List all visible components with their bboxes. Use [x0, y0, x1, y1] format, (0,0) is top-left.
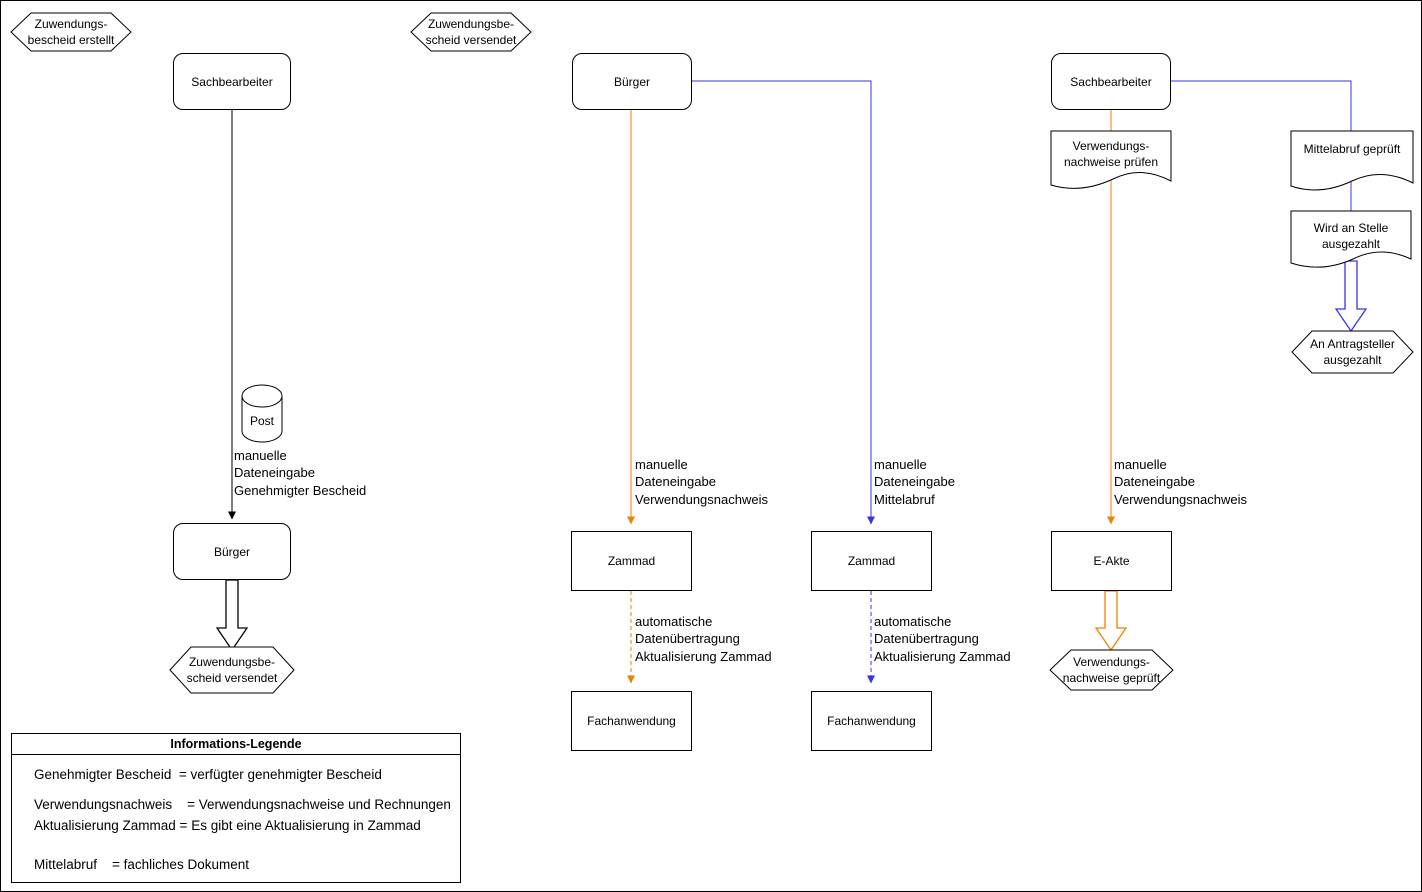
hexagon-zuwendungsbescheid-erstellt [10, 12, 132, 52]
node-e-akte: E-Akte [1051, 531, 1172, 591]
edge-label-verwendungsnachweis-right: manuelle Dateneingabe Verwendungsnachwei… [1114, 457, 1247, 507]
node-sachbearbeiter-right: Sachbearbeiter [1051, 53, 1171, 110]
edge-label-genehmigter-bescheid: manuelle Dateneingabe Genehmigter Besche… [234, 448, 367, 498]
node-zammad-1: Zammad [571, 531, 692, 591]
edge-label-verwendungsnachweis-mid: manuelle Dateneingabe Verwendungsnachwei… [635, 457, 768, 507]
document-verwendungsnachweise-pruefen [1050, 130, 1172, 189]
thick-arrow-buerger-to-versendet [215, 579, 249, 652]
legend-row-mittelabruf: Mittelabruf = fachliches Dokument [34, 857, 249, 872]
node-fachanwendung-2: Fachanwendung [811, 691, 932, 751]
hexagon-an-antragsteller-ausgezahlt [1291, 330, 1414, 374]
document-mittelabruf-geprueft [1290, 130, 1414, 191]
node-zammad-2: Zammad [811, 531, 932, 591]
node-buerger-left: Bürger [173, 523, 291, 580]
document-wird-an-stelle-ausgezahlt [1290, 210, 1412, 268]
legend-box: Informations-Legende Genehmigter Beschei… [11, 733, 461, 883]
edge-label-automatische-2: automatische Datenübertragung Aktualisie… [874, 614, 1011, 664]
node-buerger-mid: Bürger [572, 53, 692, 110]
thick-arrow-stelle-to-ausgezahlt [1334, 260, 1368, 333]
hexagon-zuwendungsbescheid-versendet-top [410, 12, 532, 52]
edge-label-mittelabruf: manuelle Dateneingabe Mittelabruf [874, 457, 955, 507]
legend-row-genehmigter-bescheid: Genehmigter Bescheid = verfügter genehmi… [34, 767, 382, 782]
hexagon-zuwendungsbescheid-versendet-bottom [169, 646, 295, 694]
hexagon-verwendungsnachweise-geprueft [1049, 649, 1174, 691]
node-fachanwendung-1: Fachanwendung [571, 691, 692, 751]
datastore-post-cylinder [241, 396, 283, 443]
edge-label-automatische-1: automatische Datenübertragung Aktualisie… [635, 614, 772, 664]
legend-title: Informations-Legende [12, 734, 460, 755]
edge-buerger-to-zammad2 [692, 80, 875, 525]
legend-row-verwendungsnachweis: Verwendungsnachweis = Verwendungsnachwei… [34, 797, 451, 812]
node-sachbearbeiter-left: Sachbearbeiter [173, 53, 291, 110]
datastore-post-cylinder-top [241, 384, 283, 408]
legend-row-aktualisierung-zammad: Aktualisierung Zammad = Es gibt eine Akt… [34, 818, 421, 833]
thick-arrow-eakte-to-geprueft [1094, 590, 1128, 652]
